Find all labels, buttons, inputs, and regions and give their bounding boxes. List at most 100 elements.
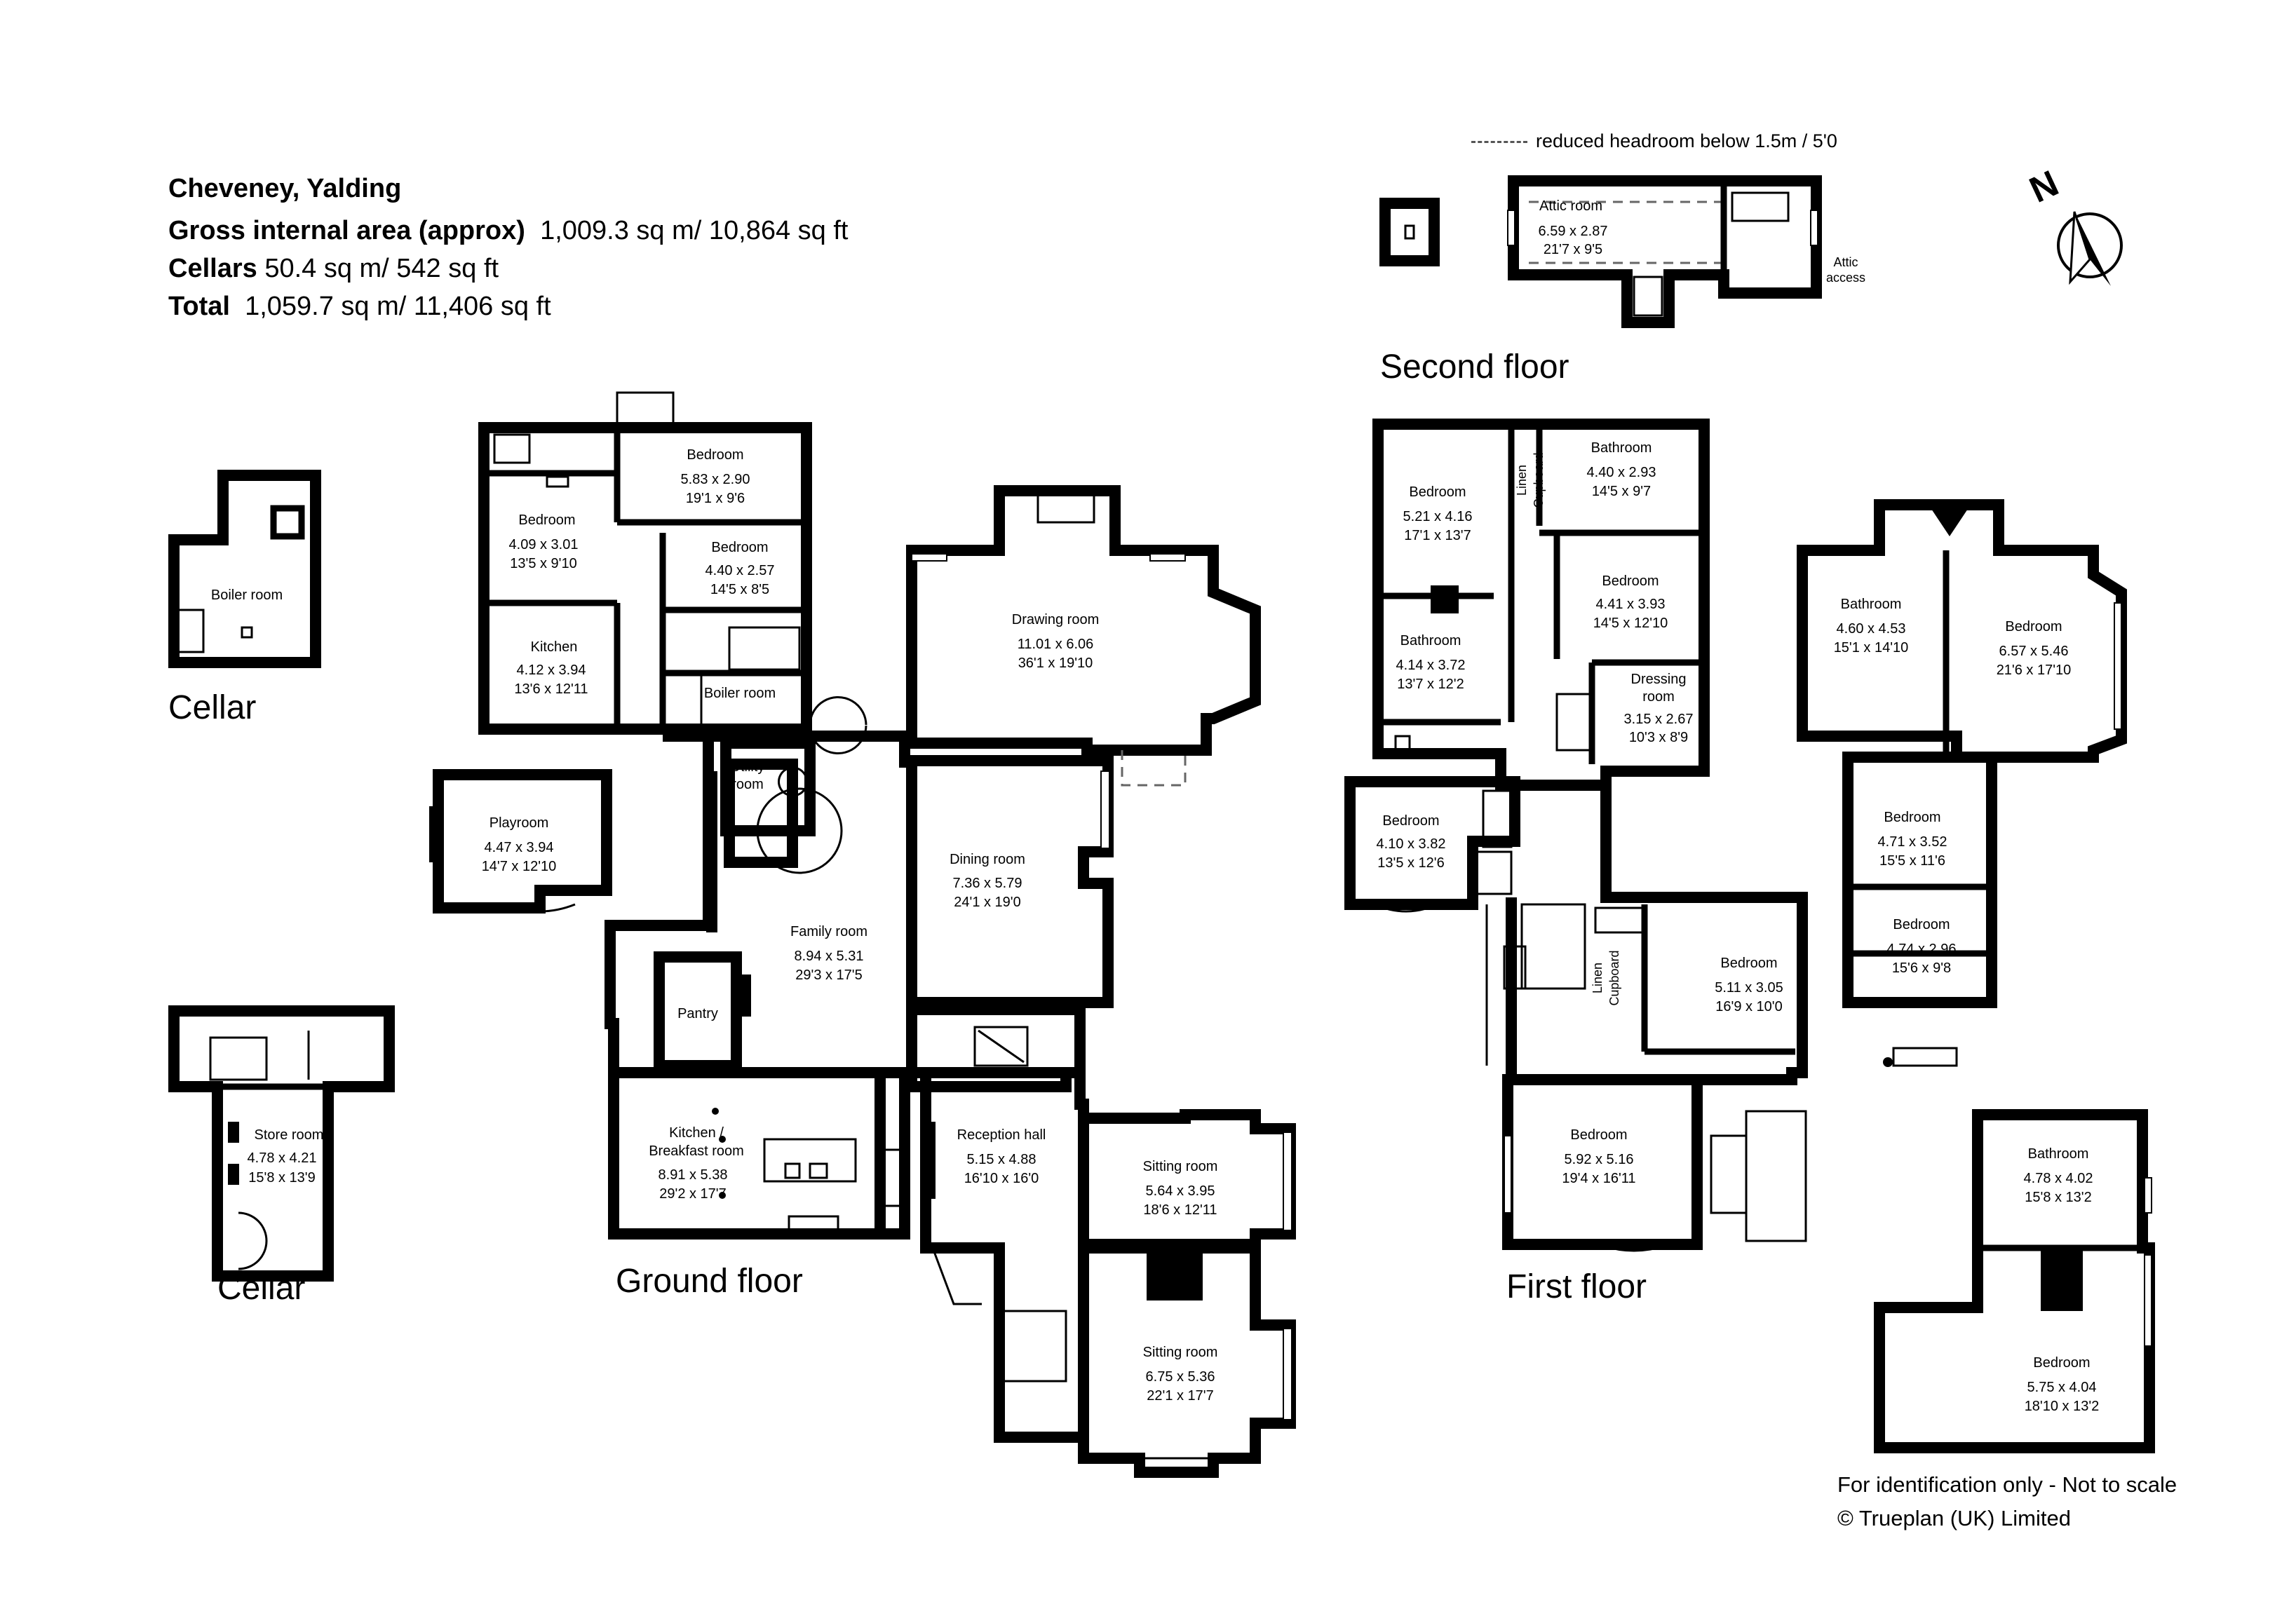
- svg-text:29'3 x 17'5: 29'3 x 17'5: [795, 967, 863, 983]
- svg-text:13'6 x 12'11: 13'6 x 12'11: [514, 681, 588, 697]
- svg-text:4.40 x 2.57: 4.40 x 2.57: [705, 563, 775, 578]
- property-title: Cheveney, Yalding: [168, 174, 402, 203]
- svg-text:8.94 x 5.31: 8.94 x 5.31: [795, 949, 864, 964]
- cellar-boiler-plan: [168, 470, 321, 668]
- svg-text:21'7 x 9'5: 21'7 x 9'5: [1544, 242, 1602, 257]
- svg-text:16'9 x 10'0: 16'9 x 10'0: [1715, 999, 1783, 1014]
- svg-text:5.75 x 4.04: 5.75 x 4.04: [2027, 1380, 2097, 1395]
- total-area: Total 1,059.7 sq m/ 11,406 sq ft: [168, 292, 551, 321]
- svg-text:5.21 x 4.16: 5.21 x 4.16: [1403, 509, 1473, 524]
- room-label: Family room: [790, 924, 867, 939]
- svg-text:13'7 x 12'2: 13'7 x 12'2: [1397, 677, 1464, 692]
- svg-text:4.41 x 3.93: 4.41 x 3.93: [1596, 597, 1666, 612]
- svg-text:Cupboard: Cupboard: [1607, 950, 1621, 1005]
- cellars-area: Cellars 50.4 sq m/ 542 sq ft: [168, 254, 499, 283]
- svg-text:18'6 x 12'11: 18'6 x 12'11: [1143, 1202, 1217, 1218]
- second-floor-plan: [1379, 175, 1822, 328]
- svg-text:3.15 x 2.67: 3.15 x 2.67: [1624, 712, 1694, 727]
- svg-text:4.78 x 4.21: 4.78 x 4.21: [248, 1150, 317, 1166]
- north-arrow-icon: N: [2024, 163, 2123, 286]
- gross-internal-area: Gross internal area (approx) 1,009.3 sq …: [168, 216, 849, 245]
- room-label: Linen: [1515, 465, 1529, 496]
- room-label: Linen: [1591, 963, 1605, 993]
- svg-text:4.10 x 3.82: 4.10 x 3.82: [1377, 836, 1446, 852]
- room-label: Attic: [1833, 255, 1858, 269]
- room-label: Bedroom: [1720, 956, 1777, 971]
- room-label: Bathroom: [1591, 440, 1652, 456]
- room-label: Bedroom: [2005, 619, 2062, 634]
- room-label: Bathroom: [1400, 633, 1461, 648]
- svg-text:6.75 x 5.36: 6.75 x 5.36: [1146, 1369, 1215, 1385]
- svg-text:4.60 x 4.53: 4.60 x 4.53: [1837, 621, 1906, 637]
- room-label: Bedroom: [1570, 1127, 1627, 1143]
- cellar-store-plan: [168, 1005, 395, 1282]
- svg-text:4.74 x 2.96: 4.74 x 2.96: [1887, 942, 1957, 957]
- svg-text:room: room: [731, 777, 764, 792]
- room-label: Bedroom: [2033, 1355, 2090, 1371]
- room-label: Bedroom: [1382, 813, 1439, 829]
- room-label: Bedroom: [1602, 573, 1659, 589]
- svg-text:6.59 x 2.87: 6.59 x 2.87: [1539, 224, 1608, 239]
- svg-text:15'5 x 11'6: 15'5 x 11'6: [1879, 853, 1945, 869]
- room-label: Bedroom: [687, 447, 743, 463]
- first-floor-plan: [1344, 419, 2155, 1453]
- svg-text:14'7 x 12'10: 14'7 x 12'10: [482, 859, 557, 874]
- room-label: Reception hall: [957, 1127, 1046, 1143]
- svg-text:36'1 x 19'10: 36'1 x 19'10: [1018, 656, 1093, 671]
- svg-text:5.11 x 3.05: 5.11 x 3.05: [1715, 980, 1783, 996]
- svg-text:22'1 x 17'7: 22'1 x 17'7: [1147, 1388, 1214, 1404]
- svg-text:5.64 x 3.95: 5.64 x 3.95: [1146, 1183, 1215, 1199]
- svg-text:4.78 x 4.02: 4.78 x 4.02: [2024, 1171, 2093, 1186]
- room-label: Bedroom: [1893, 917, 1950, 932]
- room-label: Kitchen /: [669, 1125, 724, 1141]
- dashed-line-icon: [1471, 141, 1527, 144]
- room-label: Drawing room: [1012, 612, 1099, 627]
- room-label: Sitting room: [1143, 1159, 1218, 1174]
- svg-text:15'8 x 13'2: 15'8 x 13'2: [2025, 1190, 2092, 1205]
- svg-text:5.92 x 5.16: 5.92 x 5.16: [1565, 1152, 1634, 1167]
- svg-text:Breakfast room: Breakfast room: [649, 1143, 744, 1159]
- room-label: Bedroom: [1884, 810, 1940, 825]
- svg-text:14'5 x 8'5: 14'5 x 8'5: [710, 582, 769, 597]
- svg-text:16'10 x 16'0: 16'10 x 16'0: [964, 1171, 1039, 1186]
- room-label: Pantry: [677, 1006, 718, 1021]
- svg-text:4.40 x 2.93: 4.40 x 2.93: [1587, 465, 1656, 480]
- disclaimer: For identification only - Not to scale: [1837, 1472, 2177, 1497]
- svg-text:14'5 x 12'10: 14'5 x 12'10: [1593, 616, 1668, 631]
- svg-text:5.83 x 2.90: 5.83 x 2.90: [681, 472, 750, 487]
- room-label: Utility: [731, 759, 765, 775]
- north-letter: N: [2024, 163, 2065, 210]
- room-labels: Boiler room Store room 4.78 x 4.21 15'8 …: [211, 198, 2099, 1414]
- first-floor-label: First floor: [1506, 1268, 1647, 1305]
- room-label: Bathroom: [2028, 1146, 2089, 1162]
- room-label: Dressing: [1631, 672, 1687, 687]
- svg-text:13'5 x 12'6: 13'5 x 12'6: [1377, 855, 1445, 871]
- svg-text:15'8 x 13'9: 15'8 x 13'9: [248, 1170, 316, 1186]
- headroom-legend: reduced headroom below 1.5m / 5'0: [1471, 130, 1837, 152]
- svg-text:access: access: [1826, 271, 1865, 285]
- svg-text:Cupboard: Cupboard: [1532, 452, 1546, 508]
- svg-text:13'5 x 9'10: 13'5 x 9'10: [510, 556, 577, 571]
- ground-floor-label: Ground floor: [616, 1263, 803, 1300]
- room-label: Attic room: [1539, 198, 1602, 214]
- cellar-label-1: Cellar: [168, 689, 257, 726]
- svg-text:room: room: [1642, 689, 1675, 705]
- svg-text:4.12 x 3.94: 4.12 x 3.94: [517, 663, 586, 678]
- svg-text:17'1 x 13'7: 17'1 x 13'7: [1404, 528, 1471, 543]
- svg-text:4.71 x 3.52: 4.71 x 3.52: [1878, 834, 1947, 850]
- svg-text:24'1 x 19'0: 24'1 x 19'0: [954, 895, 1021, 910]
- svg-text:29'2 x 17'7: 29'2 x 17'7: [659, 1186, 727, 1202]
- svg-text:14'5 x 9'7: 14'5 x 9'7: [1592, 484, 1651, 499]
- svg-text:6.57 x 5.46: 6.57 x 5.46: [1999, 644, 2069, 659]
- svg-text:4.14 x 3.72: 4.14 x 3.72: [1396, 658, 1466, 673]
- copyright: © Trueplan (UK) Limited: [1837, 1506, 2071, 1530]
- room-label: Kitchen: [531, 639, 578, 655]
- svg-text:21'6 x 17'10: 21'6 x 17'10: [1997, 663, 2072, 678]
- svg-text:11.01 x 6.06: 11.01 x 6.06: [1018, 637, 1094, 652]
- svg-text:7.36 x 5.79: 7.36 x 5.79: [953, 876, 1022, 891]
- svg-text:5.15 x 4.88: 5.15 x 4.88: [967, 1152, 1036, 1167]
- svg-text:4.47 x 3.94: 4.47 x 3.94: [485, 840, 554, 855]
- room-label: Playroom: [489, 815, 548, 831]
- room-label: Store room: [255, 1127, 324, 1143]
